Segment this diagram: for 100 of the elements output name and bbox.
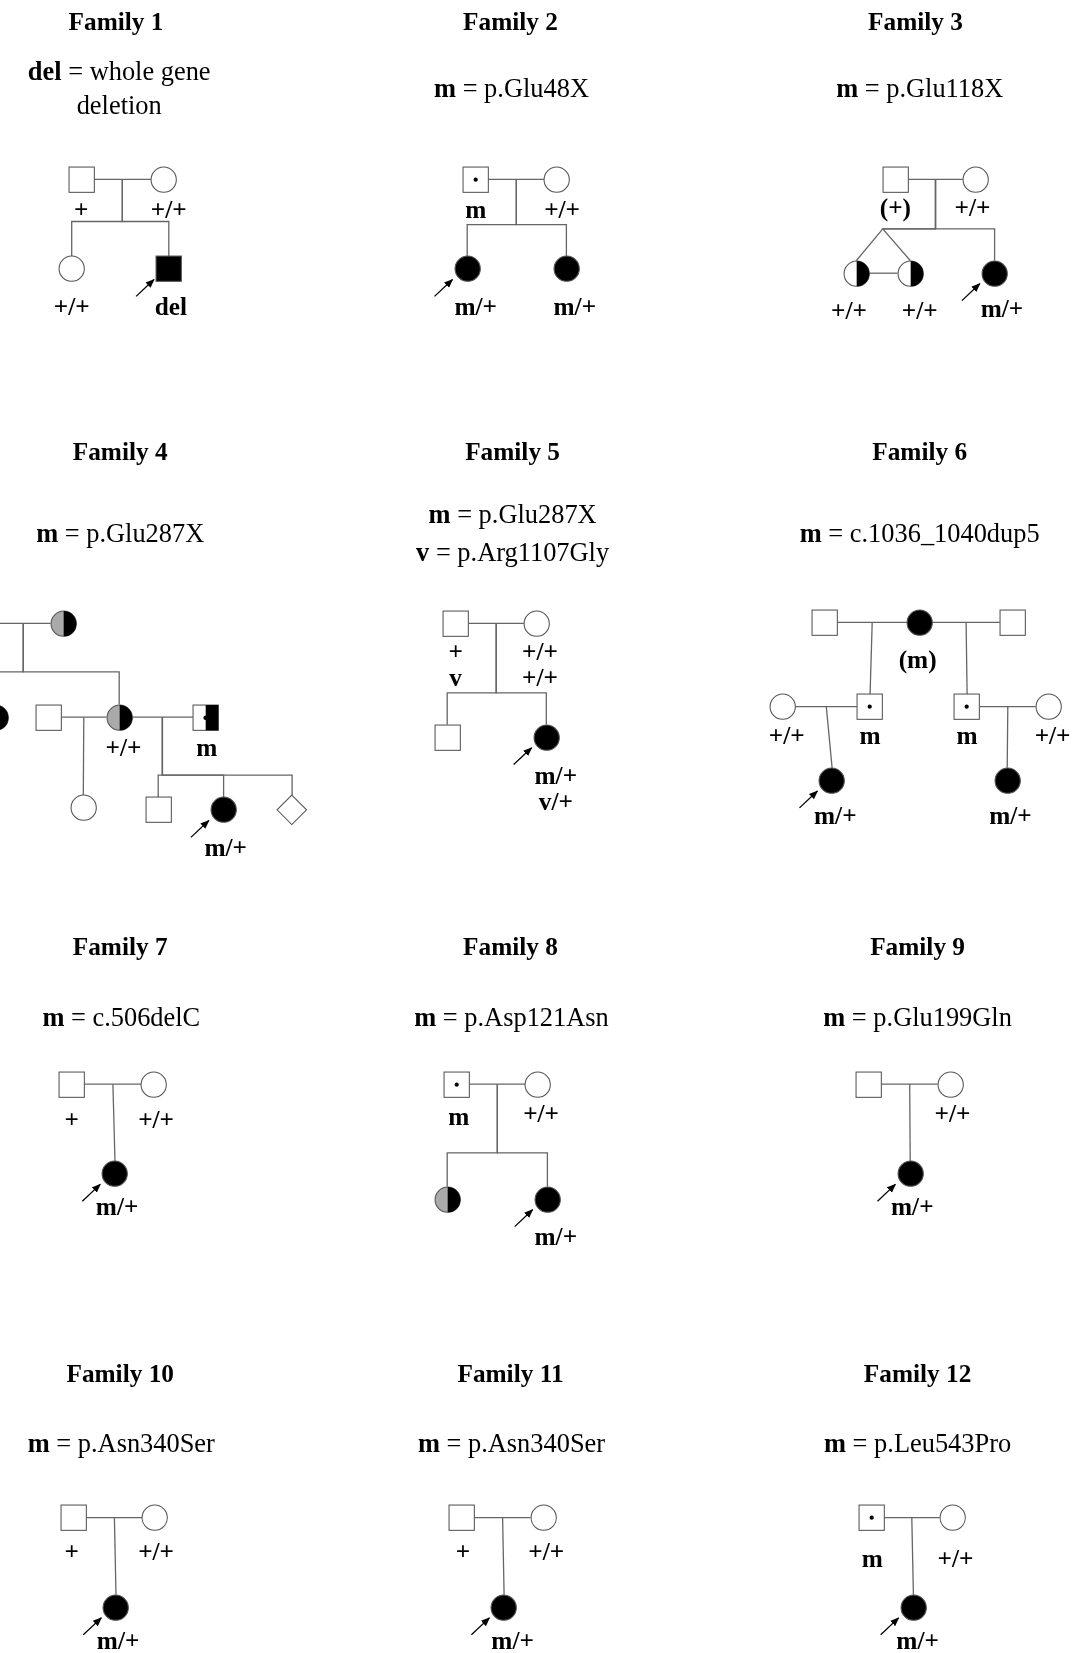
pedigree-circle (896, 1160, 924, 1188)
pedigree-square (881, 165, 910, 193)
descent-line (22, 622, 120, 706)
pedigree-square (433, 723, 461, 751)
pedigree-diamond (276, 794, 308, 826)
pedigree-circle (936, 1070, 964, 1098)
mutation-definition: m = p.Glu199Gln (823, 1000, 1012, 1034)
pedigree-circle (529, 1504, 557, 1532)
pedigree-circle (899, 1593, 927, 1621)
genotype-label: m (448, 1102, 470, 1130)
descent-line (965, 621, 968, 695)
pedigree-square (192, 703, 220, 731)
pedigree-square (155, 255, 183, 283)
pedigree-circle (523, 609, 551, 637)
pedigree-circle (433, 1185, 461, 1213)
descent-line (825, 705, 833, 769)
mutation-definition: m = p.Glu118X (836, 71, 1004, 105)
mutation-definition: m = p.Asp121Asn (414, 1000, 609, 1034)
family-title: Family 1 (68, 5, 164, 37)
proband-arrow (876, 1183, 897, 1202)
descent-line (934, 178, 996, 262)
pedigree-circle (49, 609, 77, 637)
pedigree-circle (543, 165, 571, 193)
genotype-label: +/+ (523, 1099, 559, 1126)
family-title: Family 5 (465, 435, 560, 467)
pedigree-circle (532, 723, 560, 751)
mutation-definition: m = p.Glu287X (428, 497, 597, 531)
family-title: Family 7 (72, 930, 168, 962)
descent-line (161, 716, 293, 796)
descent-line (501, 1517, 505, 1596)
pedigree-circle (896, 259, 924, 287)
pedigree-circle (980, 259, 1009, 287)
genotype-label: m/+ (553, 292, 597, 320)
descent-line (515, 178, 568, 257)
pedigree-circle (102, 1593, 130, 1621)
pedigree-square (462, 165, 490, 193)
genotype-label: + (74, 195, 89, 223)
genotype-label: +/+ (937, 1544, 974, 1572)
genotype-label: (+) (879, 193, 911, 220)
pedigree-square (441, 609, 470, 637)
descent-line (82, 716, 85, 796)
family-title: Family 6 (872, 435, 968, 467)
mutation-definition: m = c.506delC (42, 1000, 201, 1034)
pedigree-square (857, 1504, 885, 1532)
genotype-label: m (861, 1544, 883, 1572)
mutation-definition: v = p.Arg1107Gly (416, 535, 610, 569)
pedigree-circle (58, 255, 86, 283)
genotype-label: +/+ (901, 296, 938, 324)
descent-line (1006, 705, 1009, 769)
genotype-label: +/+ (1034, 721, 1071, 749)
genotype-label: +/+ (138, 1105, 174, 1133)
descent-line (112, 1083, 116, 1162)
pedigree-circle (533, 1185, 562, 1213)
pedigree-circle (105, 703, 133, 731)
pedigree-circle (552, 255, 581, 283)
pedigree-square (443, 1070, 471, 1098)
genotype-label: +/+ +/+ (522, 637, 558, 692)
pedigree-square (67, 165, 95, 193)
genotype-label: m (859, 721, 881, 749)
pedigree-circle (961, 165, 990, 193)
genotype-label: + (455, 1538, 471, 1565)
genotype-label: m (956, 721, 978, 749)
genotype-label: +/+ (934, 1099, 971, 1126)
proband-arrow (798, 790, 819, 809)
pedigree-square (58, 1070, 86, 1098)
pedigree-circle (906, 608, 934, 636)
genotype-label: m/+ (491, 1626, 534, 1653)
genotype-label: m/+ (534, 1222, 578, 1250)
genotype-label: m/+ (454, 292, 497, 320)
genotype-label: m/+ v/+ (534, 762, 578, 816)
pedigree-square (953, 692, 981, 721)
genotype-label: + v (448, 637, 463, 692)
descent-line (121, 178, 170, 257)
descent-line (495, 622, 547, 726)
pedigree-circle (149, 165, 178, 193)
proband-arrow (512, 747, 533, 766)
pedigree-square (856, 692, 884, 721)
mutation-definition: m = c.1036_1040dup5 (799, 516, 1040, 550)
descent-line (496, 1083, 549, 1188)
pedigree-circle (141, 1504, 169, 1532)
pedigree-square (34, 703, 63, 731)
pedigree-square (998, 608, 1027, 636)
pedigree-circle (938, 1504, 967, 1532)
family-title: Family 11 (457, 1357, 564, 1389)
pedigree-circle (768, 692, 797, 721)
pedigree-circle (524, 1070, 552, 1098)
genotype-label: m/+ (814, 802, 857, 829)
genotype-label: + (64, 1105, 79, 1133)
pedigree-circle (818, 766, 846, 795)
pedigree-circle (490, 1593, 518, 1621)
proband-arrow (880, 1617, 900, 1636)
genotype-label: +/+ (831, 296, 867, 324)
pedigree-circle (69, 794, 97, 822)
pedigree-circle (140, 1070, 168, 1098)
genotype-label: +/+ (138, 1538, 174, 1565)
genotype-label: m (465, 195, 487, 223)
proband-arrow (433, 278, 454, 298)
family-title: Family 9 (870, 930, 965, 962)
mutation-definition: m = p.Asn340Ser (417, 1426, 606, 1460)
family-title: Family 3 (868, 5, 963, 37)
